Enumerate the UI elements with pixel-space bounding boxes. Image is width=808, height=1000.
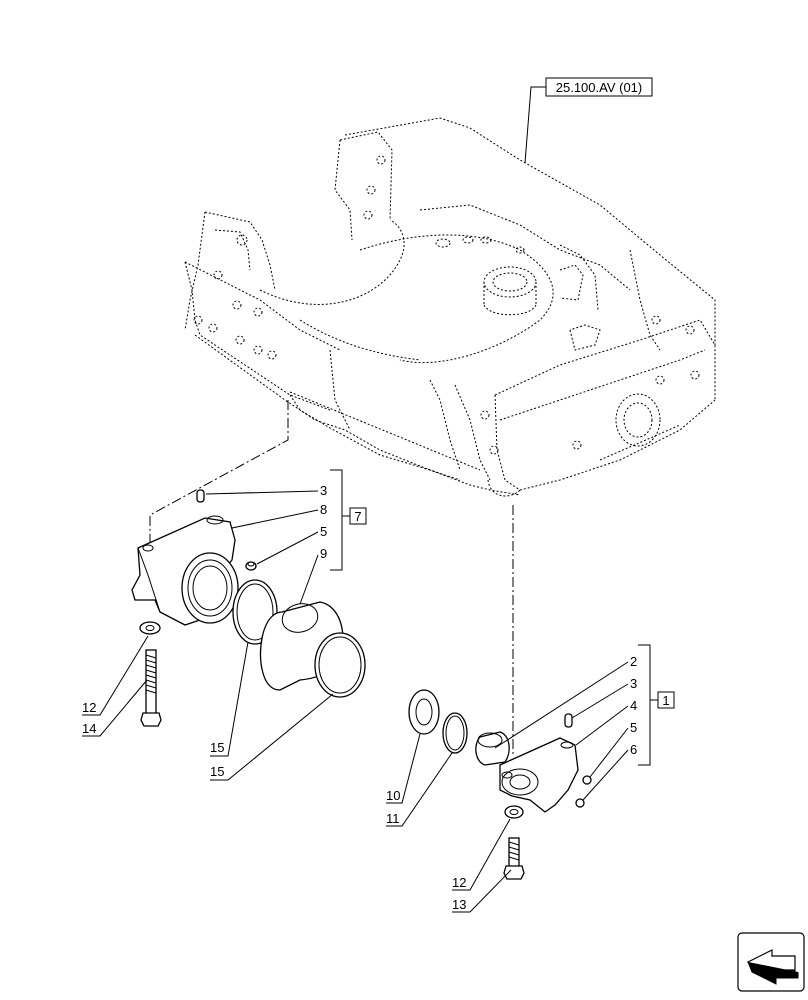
- callout-right-bolt: 12 13: [452, 818, 512, 913]
- callout-right-rings: 10 11: [386, 733, 453, 827]
- axis-line-left: [149, 400, 289, 560]
- grease-nipple-right-6: [575, 798, 585, 808]
- callout-right-2: 2: [630, 654, 637, 669]
- callout-left-15b: 15: [210, 764, 224, 779]
- callout-left-14: 14: [82, 721, 96, 736]
- arrow-navigation-icon[interactable]: [737, 932, 805, 992]
- washer-right: [504, 805, 524, 819]
- left-support-bracket: [131, 515, 239, 626]
- bushing-right: [475, 731, 510, 766]
- seal-ring-right: [442, 712, 468, 754]
- reference-leader: [524, 86, 546, 164]
- grease-nipple-right-5: [582, 775, 592, 785]
- callout-right-5: 5: [630, 720, 637, 735]
- group-box-1[interactable]: [657, 691, 675, 709]
- roll-pin-left: [196, 489, 205, 503]
- callout-left-bolt: 12 14: [82, 635, 149, 737]
- reference-box[interactable]: 25.100.AV (01): [545, 77, 653, 97]
- callout-right-6: 6: [630, 742, 637, 757]
- thrust-washer-right: [408, 689, 440, 735]
- callout-group-7: 7 3 8 5 9: [205, 469, 367, 605]
- callout-left-rings: 15 15: [210, 641, 334, 781]
- group-box-7[interactable]: [349, 507, 367, 525]
- group-label-7: 7: [354, 509, 361, 524]
- reference-label: 25.100.AV (01): [556, 80, 642, 95]
- callout-right-4: 4: [630, 698, 637, 713]
- callout-left-3: 3: [320, 483, 327, 498]
- bolt-left: [140, 649, 162, 727]
- callout-left-9: 9: [320, 546, 327, 561]
- bolt-right: [503, 837, 525, 880]
- axle-housing-frame: [184, 117, 716, 497]
- callout-group-1: 1 2 3 4 5 6: [494, 644, 675, 801]
- callout-left-12: 12: [82, 700, 96, 715]
- washer-left: [139, 621, 161, 635]
- callout-left-8: 8: [320, 502, 327, 517]
- callout-right-11: 11: [386, 811, 400, 826]
- callout-right-3: 3: [630, 676, 637, 691]
- callout-right-10: 10: [386, 788, 400, 803]
- callout-left-15a: 15: [210, 740, 224, 755]
- roll-pin-right: [564, 713, 573, 728]
- right-support-bracket: [499, 737, 579, 813]
- seal-ring-left-2: [314, 632, 366, 698]
- callout-left-5: 5: [320, 524, 327, 539]
- group-label-1: 1: [662, 693, 669, 708]
- callout-right-12: 12: [452, 875, 466, 890]
- callout-right-13: 13: [452, 897, 466, 912]
- grease-nipple-left: [245, 561, 257, 571]
